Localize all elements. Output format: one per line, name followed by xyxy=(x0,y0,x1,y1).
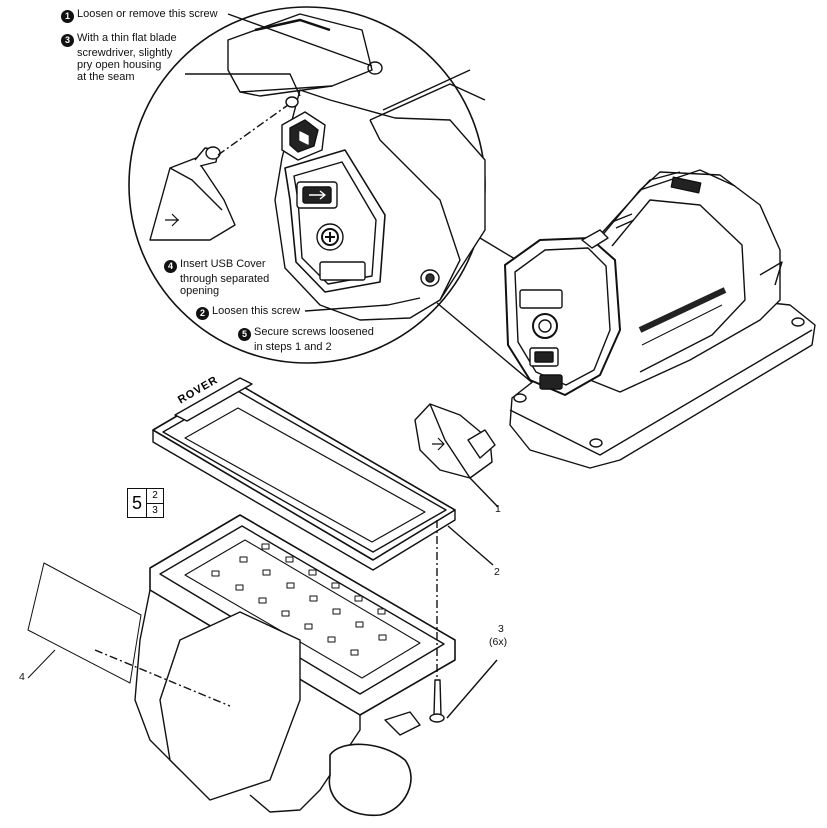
step-2-text: Loosen this screw xyxy=(212,305,301,317)
step-3-badge: 3 xyxy=(61,34,74,47)
step-reference-page: 5 xyxy=(128,489,147,517)
detail-usb-cover xyxy=(149,146,236,241)
callout-2: 2 xyxy=(494,566,500,578)
usb-cover-part xyxy=(414,403,496,479)
led-socket-grid xyxy=(211,543,387,656)
main-light-unit xyxy=(504,169,816,469)
label-plate xyxy=(27,562,142,684)
step-2-badge: 2 xyxy=(196,307,209,320)
step-1-text: Loosen or remove this screw xyxy=(77,8,218,20)
step-4-line-2: through separated xyxy=(180,273,270,285)
step-5-badge: 5 xyxy=(238,328,251,341)
lower-housing xyxy=(134,514,456,817)
callout-3-quantity: (6x) xyxy=(489,636,508,648)
step-1-badge: 1 xyxy=(61,10,74,23)
step-4-line-3: opening xyxy=(180,285,220,297)
lens-part xyxy=(152,377,456,571)
step-reference-top: 2 xyxy=(147,489,163,504)
step-3-line-3: pry open housing xyxy=(77,59,162,71)
callout-3: 3 xyxy=(498,623,504,635)
step-reference-box: 5 2 3 xyxy=(127,488,164,518)
callout-4: 4 xyxy=(19,671,25,683)
step-3-line-4: at the seam xyxy=(77,71,135,83)
step-3-line-2: screwdriver, slightly xyxy=(77,47,173,59)
step-5-line-1: Secure screws loosened xyxy=(254,326,374,338)
callout-1: 1 xyxy=(495,503,501,515)
step-4-badge: 4 xyxy=(164,260,177,273)
screw-part xyxy=(429,679,445,723)
step-3-line-1: With a thin flat blade xyxy=(77,32,177,44)
step-4-line-1: Insert USB Cover xyxy=(180,258,266,270)
step-reference-bottom: 3 xyxy=(152,505,158,516)
detail-light-housing xyxy=(227,13,486,321)
step-5-line-2: in steps 1 and 2 xyxy=(254,341,332,353)
